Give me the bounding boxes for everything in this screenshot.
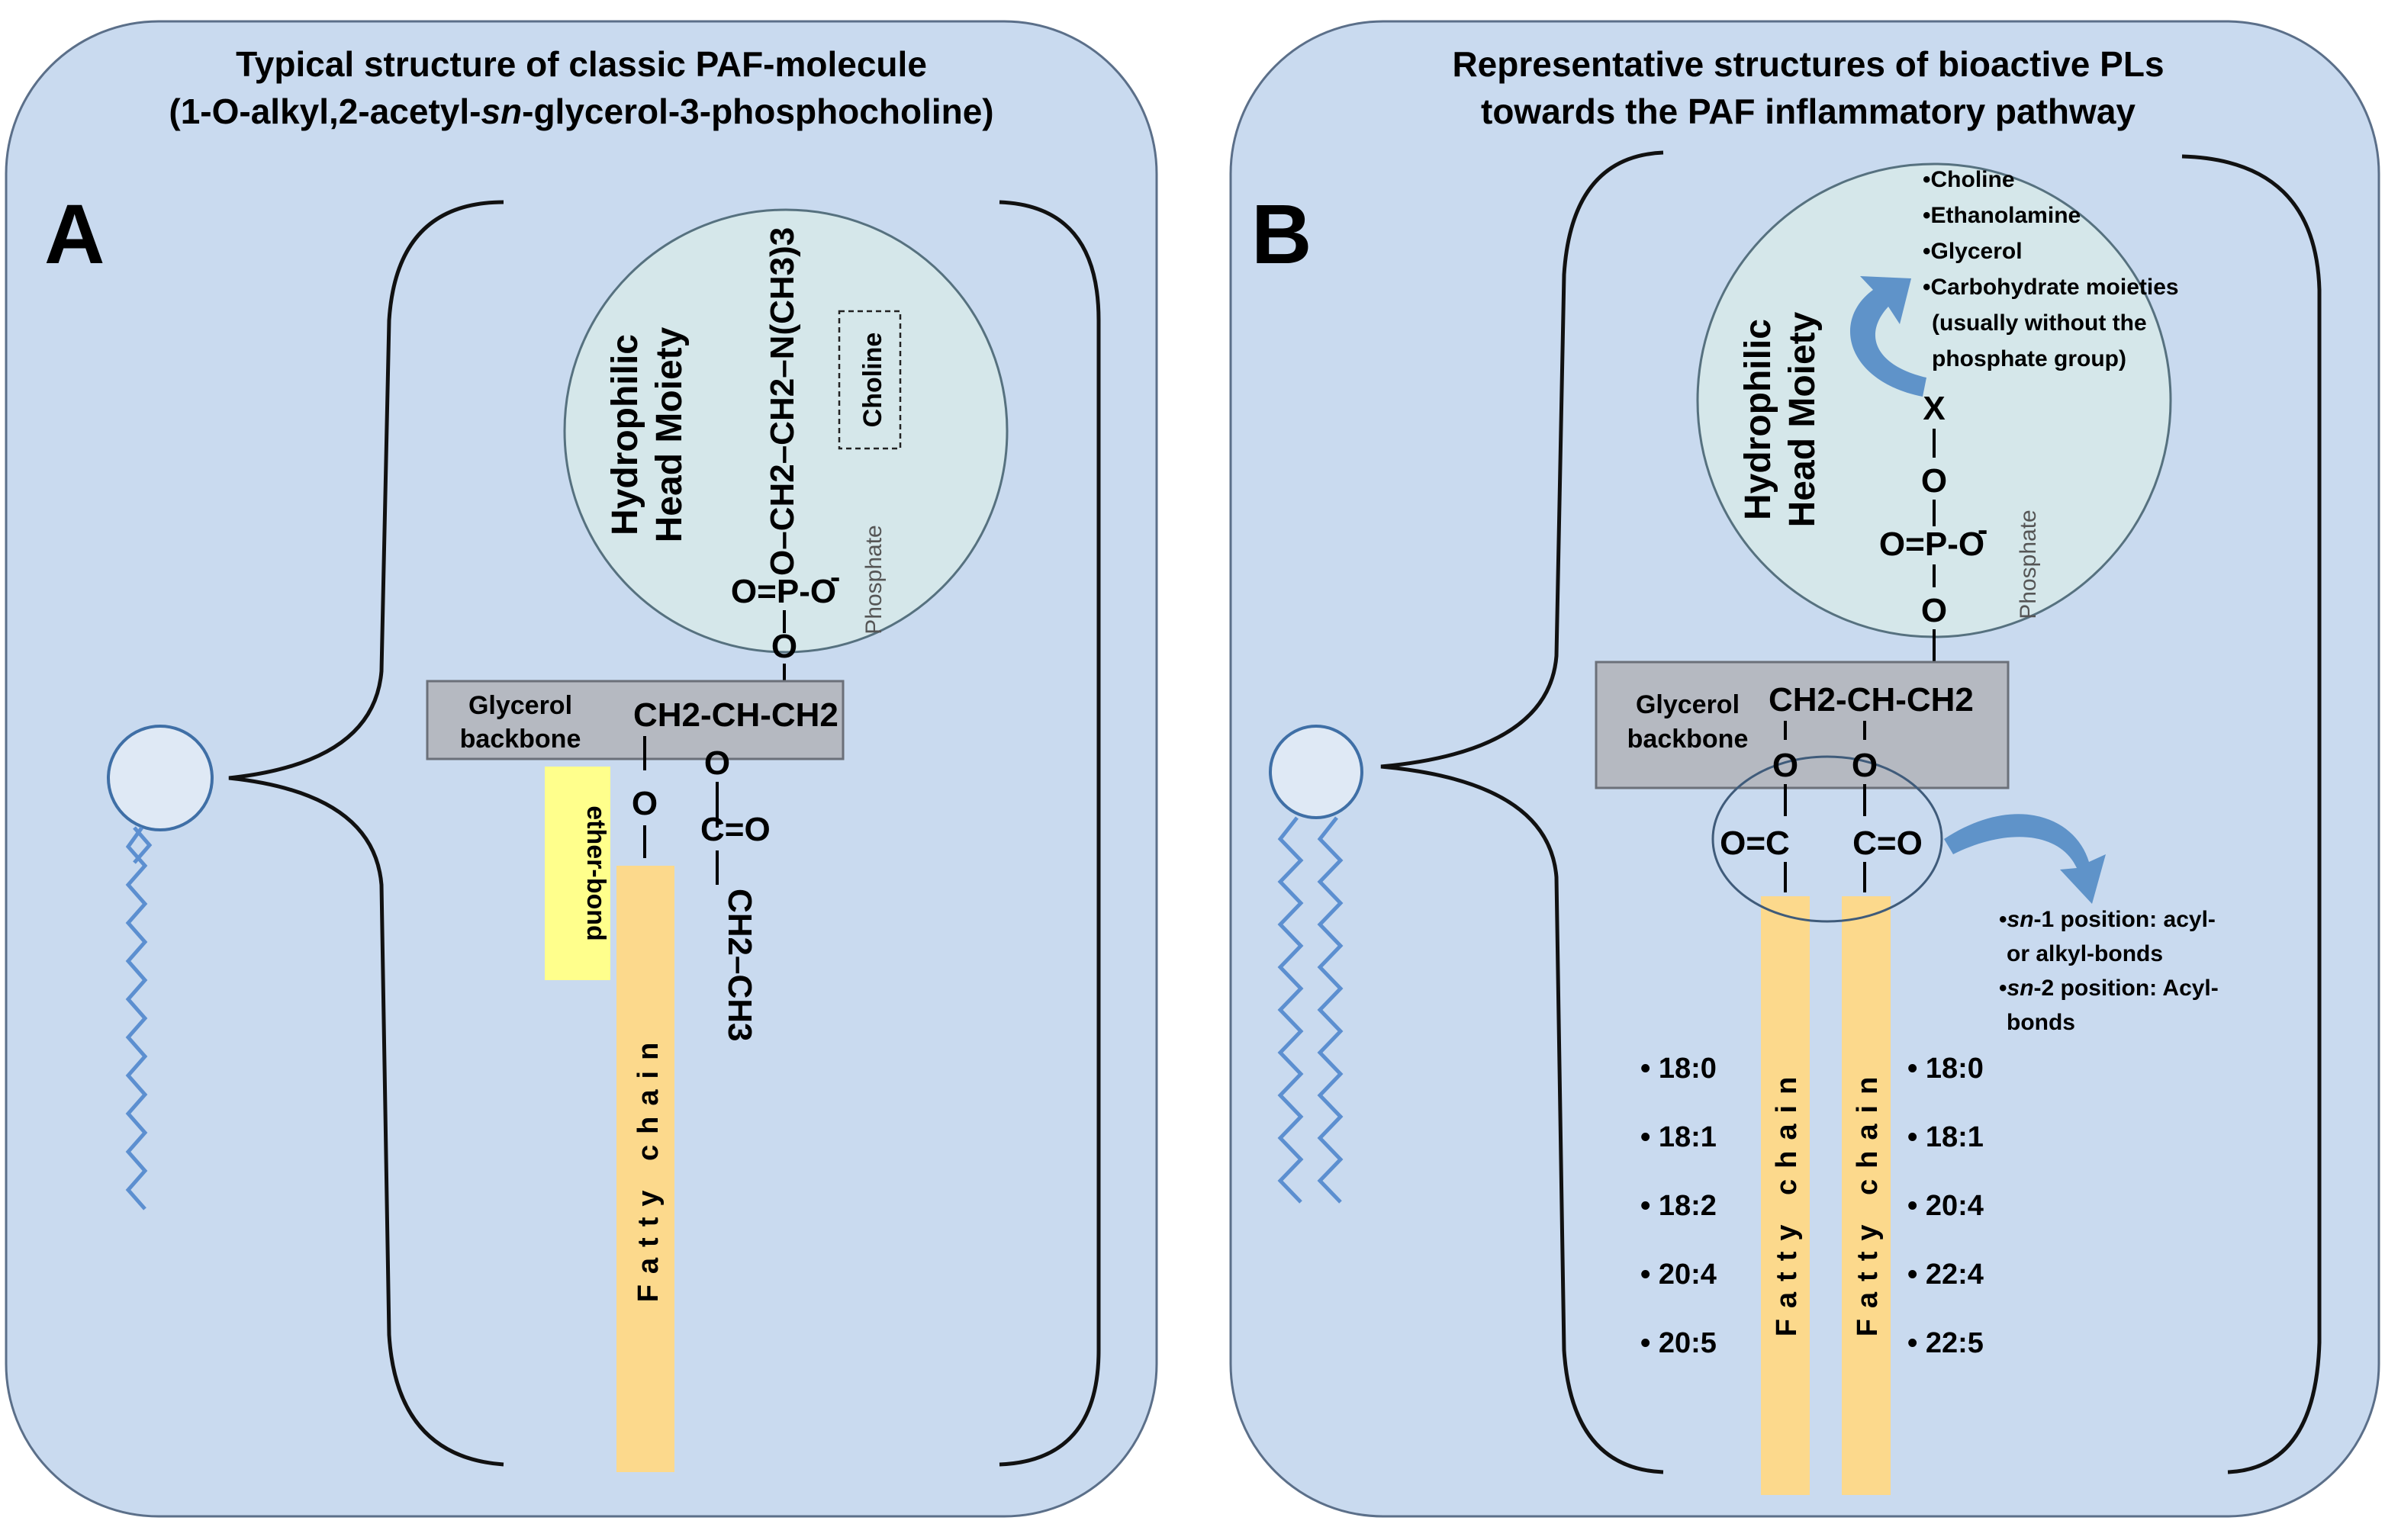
panel-b-head-option: •Glycerol	[1923, 239, 2023, 264]
panel-b-position-note: or alkyl-bonds	[2007, 941, 2163, 966]
panel-a-acetyl-tail: CH2–CH3	[721, 889, 758, 1042]
panel-a-choline-label: Choline	[858, 333, 887, 428]
panel-b-phosphate-formula: O=P-O	[1879, 526, 1984, 563]
position-note-curved-arrow-icon	[1944, 814, 2106, 904]
panel-a-title-line2: (1-O-alkyl,2-acetyl-sn-glycerol-3-phosph…	[169, 92, 993, 131]
panel-b-head-option: (usually without the	[1932, 310, 2147, 336]
panel-b-position-note: •sn-2 position: Acyl-	[1999, 976, 2219, 1001]
panel-b-head-option: •Ethanolamine	[1923, 203, 2081, 228]
lipid-head-icon	[107, 725, 214, 831]
panel-b-sn1-species: • 18:0	[1640, 1053, 1717, 1085]
panel-b-glycerol-formula: CH2-CH-CH2	[1769, 681, 1974, 719]
panel-b-glycerol-box	[1595, 661, 2010, 789]
lipid-tail-left-icon	[1277, 816, 1304, 1204]
panel-b-head-label-line1: Hydrophilic	[1738, 319, 1778, 520]
panel-a-ether-oxygen: O	[632, 785, 658, 822]
panel-b-sn2-species: • 18:0	[1907, 1053, 1984, 1085]
panel-a-glycerol-label-line1: Glycerol	[468, 691, 572, 720]
panel-a-head-circle	[563, 208, 1009, 654]
panel-a-glycerol-formula: CH2-CH-CH2	[633, 696, 838, 734]
panel-b-left-brace	[1380, 150, 1664, 1474]
panel-b-sn1-species: • 18:2	[1640, 1190, 1717, 1222]
panel-a-glycerol-label-line2: backbone	[460, 725, 581, 754]
lipid-tail-right-icon	[1317, 816, 1344, 1204]
lipid-tail-left-icon	[125, 826, 148, 1210]
panel-a-letter: A	[44, 188, 105, 281]
panel-a-phosphate-charge: -	[830, 561, 840, 594]
panel-a-choline-box	[838, 310, 902, 450]
panel-b-sn2-oxygen: O	[1852, 747, 1878, 784]
panel-b-sn1-fatty-chain-label: Fatty chain	[1771, 1066, 1803, 1337]
panel-a-o-lower: O	[771, 628, 797, 665]
panel-a-ether-highlight	[545, 767, 610, 980]
panel-b-position-note: bonds	[2007, 1010, 2075, 1035]
panel-a-phosphate-formula: O=P-O	[731, 573, 836, 610]
panel-a-ester-oxygen: O	[704, 744, 730, 782]
panel-b-letter: B	[1251, 188, 1312, 281]
panel-b-head-label-line2: Head Moiety	[1782, 311, 1823, 527]
panel-a-ether-bond-label: ether-bond	[581, 805, 610, 941]
panel-b-sn1-carbonyl: O=C	[1720, 825, 1790, 862]
panel-b-sn1-oxygen: O	[1772, 747, 1798, 784]
panel-b-head-group-x: X	[1923, 390, 1945, 427]
panel-b-glycerol-label-line1: Glycerol	[1636, 690, 1740, 719]
panel-a-carbonyl: C=O	[700, 811, 771, 848]
panel-b-lipid-icon	[1269, 725, 1363, 1204]
panel-b-right-bracket	[2181, 154, 2322, 1474]
panel-b-sn2-fatty-chain-bar	[1842, 896, 1891, 1495]
panel-b-sn1-fatty-chain-bar	[1761, 896, 1810, 1495]
panel-a-head-label-line1: Hydrophilic	[605, 334, 645, 535]
panel-b-sn1-species: • 18:1	[1640, 1121, 1717, 1153]
panel-b-o-lower: O	[1921, 592, 1947, 629]
panel-b-phosphate-charge: -	[1978, 513, 1988, 547]
panel-a-phosphate-label: Phosphate	[861, 525, 887, 634]
panel-a-left-brace	[228, 200, 504, 1467]
panel-b-sn1-species: • 20:5	[1640, 1327, 1717, 1359]
panel-b-acyl-oval	[1711, 755, 1943, 923]
panel-a-lipid-icon	[107, 725, 214, 1210]
panel-b-sn2-fatty-chain-label: Fatty chain	[1852, 1066, 1884, 1337]
panel-a-fatty-chain-label: Fatty chain	[632, 1032, 665, 1303]
panel-b-title-line1: Representative structures of bioactive P…	[1452, 44, 2164, 84]
panel-a-head-label-line2: Head Moiety	[649, 326, 690, 542]
panel-b-head-option: •Choline	[1923, 167, 2015, 192]
panel-b-glycerol-label-line2: backbone	[1627, 725, 1749, 754]
panel-b-sn2-carbonyl: C=O	[1852, 825, 1923, 862]
panel-b-position-note: •sn-1 position: acyl-	[1999, 907, 2216, 932]
panel-b-title-line2: towards the PAF inflammatory pathway	[1481, 92, 2136, 131]
panel-b-sn2-species: • 22:4	[1907, 1259, 1984, 1291]
panel-a-title-line1: Typical structure of classic PAF-molecul…	[236, 44, 927, 84]
panel-a-fatty-chain-bar	[616, 866, 674, 1472]
panel-b-sn2-species: • 20:4	[1907, 1190, 1984, 1222]
panel-b-phosphate-label: Phosphate	[2016, 510, 2041, 619]
panel-b: Representative structures of bioactive P…	[1229, 20, 2380, 1518]
head-group-curved-arrow-icon	[1849, 276, 1926, 397]
panel-b-o-upper: O	[1921, 462, 1947, 500]
panel-b-head-option: phosphate group)	[1932, 346, 2126, 371]
panel-b-head-option: •Carbohydrate moieties	[1923, 275, 2179, 300]
panel-b-sn1-species: • 20:4	[1640, 1259, 1717, 1291]
panel-a-glycerol-box	[426, 680, 845, 760]
panel-a-choline-formula: O–CH2–CH2–N(CH3)3	[764, 227, 801, 576]
panel-a-right-bracket	[999, 200, 1101, 1467]
lipid-head-icon	[1269, 725, 1363, 819]
panel-b-sn2-species: • 18:1	[1907, 1121, 1984, 1153]
panel-b-sn2-species: • 22:5	[1907, 1327, 1984, 1359]
lipid-tail-right-icon	[133, 826, 153, 864]
panel-a: Typical structure of classic PAF-molecul…	[5, 20, 1158, 1518]
